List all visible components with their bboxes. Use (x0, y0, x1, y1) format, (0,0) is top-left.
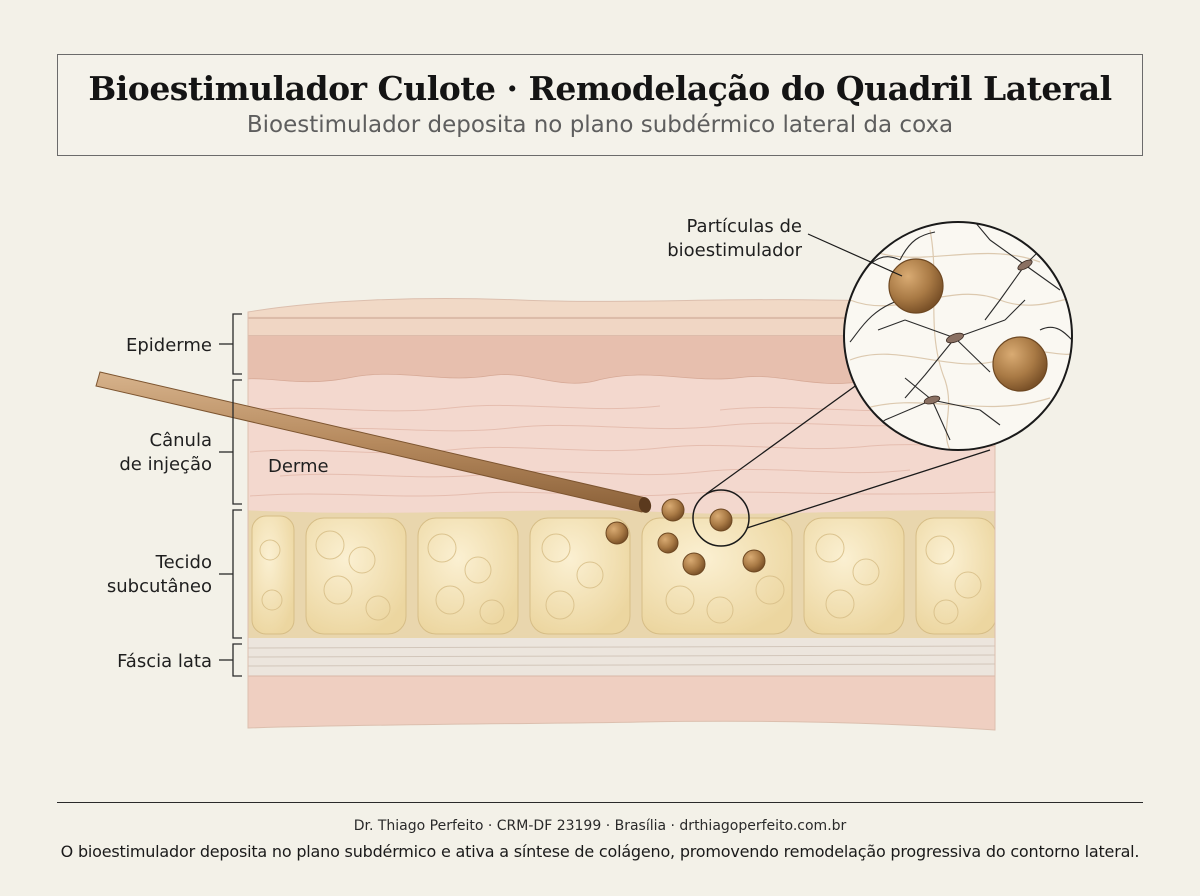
zoom-magnifier (844, 222, 1082, 450)
layer-brackets (219, 314, 242, 676)
label-tecido-line2: subcutâneo (107, 576, 212, 597)
label-tecido-line1: Tecido (155, 552, 212, 573)
footer-credit: Dr. Thiago Perfeito · CRM-DF 23199 · Bra… (0, 818, 1200, 834)
footer-divider (57, 802, 1143, 803)
label-canula-line1: Cânula (150, 430, 212, 451)
label-particles-line1: Partículas de (687, 216, 802, 237)
footer-caption: O bioestimulador deposita no plano subdé… (0, 842, 1200, 861)
label-canula-line2: de injeção (119, 454, 212, 475)
label-derme: Derme (268, 456, 329, 477)
label-epiderme: Epiderme (126, 335, 212, 356)
label-fascia: Fáscia lata (117, 651, 212, 672)
label-particles-line2: bioestimulador (667, 240, 802, 261)
